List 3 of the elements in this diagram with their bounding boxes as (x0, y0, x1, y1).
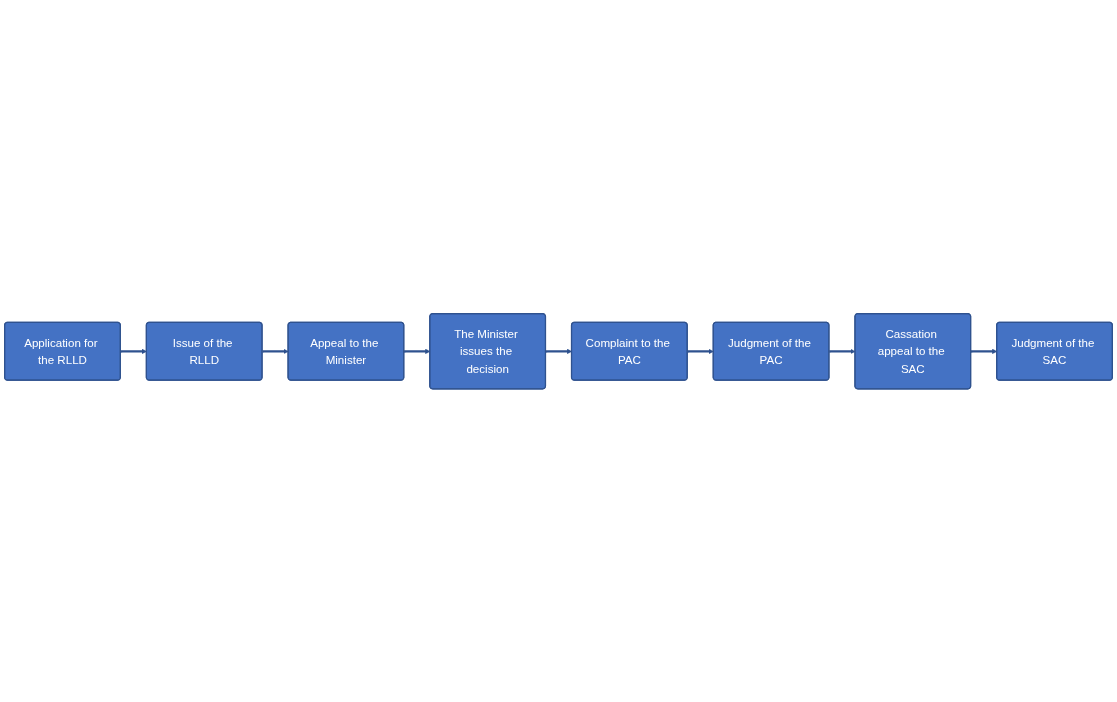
arrow (687, 348, 714, 354)
arrow (262, 348, 289, 354)
arrow (120, 348, 147, 354)
